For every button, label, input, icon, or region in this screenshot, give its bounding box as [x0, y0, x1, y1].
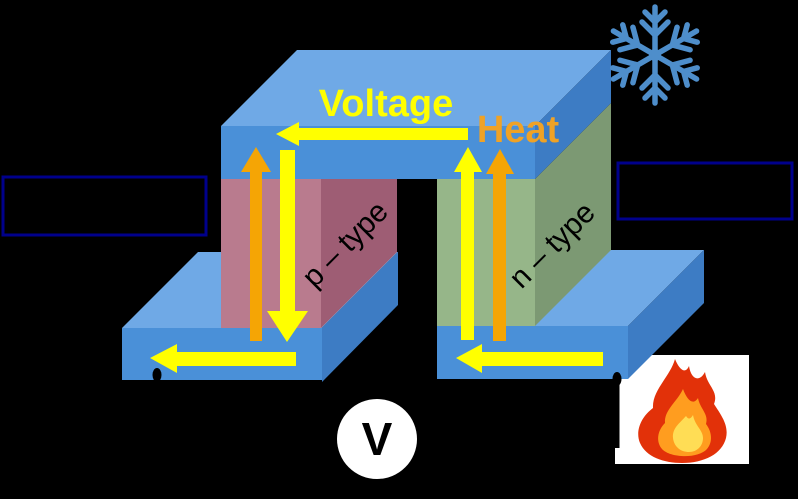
left-label-box: [1, 175, 208, 237]
voltmeter: V: [337, 399, 417, 479]
right-terminal-wire: [614, 377, 620, 448]
snowflake-spoke: [639, 4, 671, 58]
heat-label: Heat: [477, 109, 560, 151]
snowflake-spoke: [652, 52, 700, 88]
flame-inner-shape: [672, 415, 703, 452]
cold-plate-side-face: [535, 50, 611, 179]
heat-arrow-n-leg: [486, 149, 514, 341]
voltmeter-label: V: [362, 413, 393, 465]
n-type-front-face: [437, 179, 535, 326]
right-label-box: [616, 161, 794, 221]
bottom-left-electrode-side-face: [322, 252, 398, 382]
cold-plate-top-face: [221, 50, 611, 126]
current-arrow-top: [276, 122, 468, 146]
snowflake-spoke: [652, 22, 700, 58]
left-terminal-dot: [152, 368, 162, 382]
voltage-label: Voltage: [319, 83, 453, 125]
bottom-right-electrode-side-face: [628, 250, 704, 379]
flow-arrows: [150, 122, 603, 373]
snowflake-spoke: [610, 52, 658, 88]
current-arrow-bottom-right: [456, 344, 603, 373]
snowflake-spoke: [610, 22, 658, 58]
n-type-side-face: [535, 103, 611, 326]
p-type-front-face: [221, 179, 321, 328]
voltmeter-circle: [337, 399, 417, 479]
current-arrow-bottom-left: [150, 344, 296, 373]
snowflake-center: [649, 49, 661, 61]
current-arrow-p-leg: [267, 150, 308, 342]
snowflake-spoke: [639, 52, 671, 106]
flame-icon: [638, 359, 727, 463]
snowflake-icon: [610, 4, 700, 106]
heat-arrow-p-leg: [241, 147, 271, 341]
current-arrow-n-leg: [454, 147, 482, 340]
